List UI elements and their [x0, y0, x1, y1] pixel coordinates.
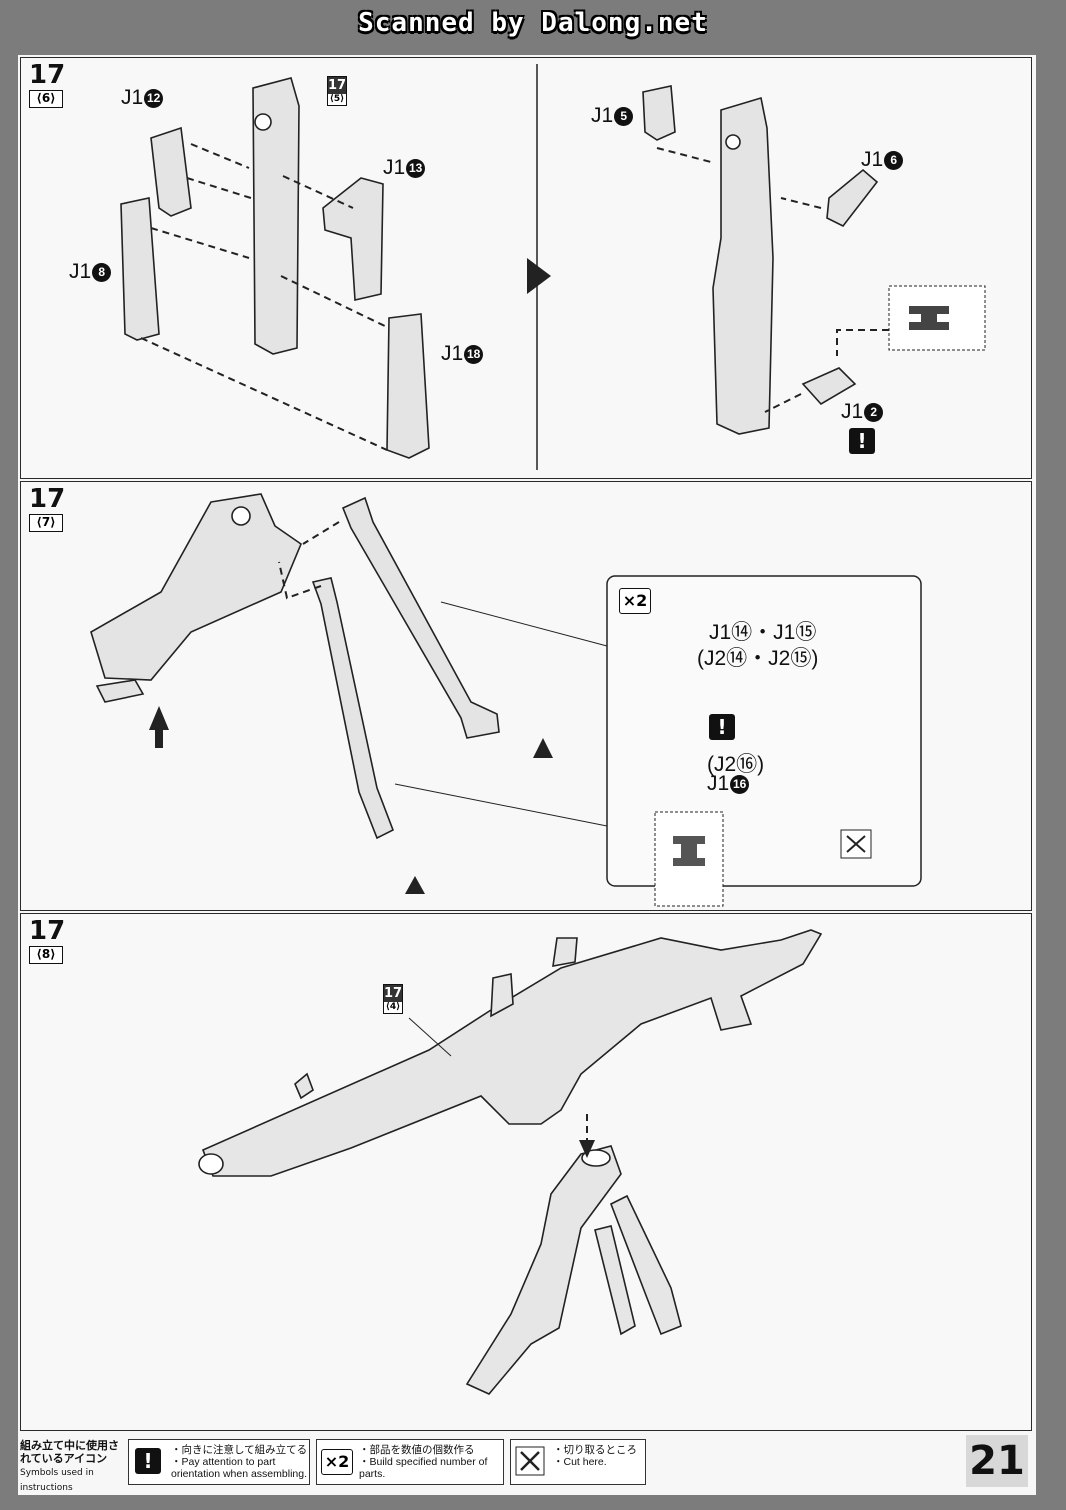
substep-number: ⟨8⟩ — [29, 946, 63, 964]
substep-number: ⟨7⟩ — [29, 514, 63, 532]
detail-inset-box — [606, 575, 922, 887]
reference-step-box: 17⟨4⟩ — [383, 984, 403, 1014]
next-arrow — [527, 258, 551, 294]
legend-multiplier: ×2 ・部品を数値の個数作る・Build specified number of… — [316, 1439, 504, 1485]
reference-step-box: 17⟨5⟩ — [327, 76, 347, 106]
part-j1-18 — [386, 313, 430, 459]
multiplier-icon: ×2 — [321, 1449, 353, 1475]
legend-cut: ・切り取るところ・Cut here. — [510, 1439, 646, 1485]
inset-part-label-1: J1⑭・J1⑮ — [709, 621, 817, 644]
nipper-icon — [515, 1446, 545, 1476]
inset-part-label-3: (J2⑯) — [707, 753, 765, 776]
step-17-7-drawing — [90, 493, 922, 907]
icon-legend: 組み立て中に使用されているアイコン Symbols used in instru… — [20, 1435, 1032, 1493]
small-part — [95, 679, 145, 703]
tripod-leg-mid — [594, 1225, 636, 1336]
step-number: 17 — [29, 484, 66, 514]
page-number: 21 — [966, 1435, 1028, 1487]
inset-part-label-2: (J2⑭・J2⑮) — [697, 647, 819, 670]
multiplier-badge: ×2 — [619, 588, 651, 614]
step-panel-17-7: 17 ⟨7⟩ — [20, 481, 1032, 911]
legend-orientation: ! ・向きに注意して組み立てる・Pay attention to part or… — [128, 1439, 310, 1485]
leg-part-a — [341, 496, 500, 739]
orientation-warning-icon: ! — [709, 714, 735, 740]
tripod-leg-right — [609, 1194, 682, 1336]
substep-number: ⟨6⟩ — [29, 90, 63, 108]
part-j1-5 — [642, 85, 676, 141]
tripod-main-leg — [465, 1145, 622, 1395]
assembled-frame — [712, 96, 774, 435]
step-panel-17-8: 17 ⟨8⟩ 17⟨4⟩ — [20, 913, 1032, 1431]
instruction-sheet: 17 ⟨6⟩ — [18, 55, 1036, 1495]
step-17-8-drawing — [198, 929, 823, 1395]
part-j1-8 — [120, 197, 160, 341]
part-j1-6 — [826, 168, 879, 228]
step-17-6-drawing — [120, 64, 986, 470]
part-j1-12 — [150, 126, 192, 217]
exclamation-icon: ! — [135, 1448, 161, 1474]
frame-part — [252, 77, 300, 355]
part-j1-13 — [322, 177, 384, 301]
legend-title: 組み立て中に使用されているアイコン Symbols used in instru… — [20, 1439, 119, 1493]
scan-banner: Scanned by Dalong.net — [358, 8, 708, 38]
step-panel-17-6: 17 ⟨6⟩ — [20, 57, 1032, 479]
step-number: 17 — [29, 916, 66, 946]
part-j1-2 — [801, 367, 857, 406]
body-part — [90, 493, 302, 681]
leg-part-b — [311, 577, 395, 840]
rifle-body — [201, 929, 823, 1177]
sight-part — [552, 937, 578, 967]
orientation-warning-icon: ! — [849, 428, 875, 454]
step-number: 17 — [29, 60, 66, 90]
